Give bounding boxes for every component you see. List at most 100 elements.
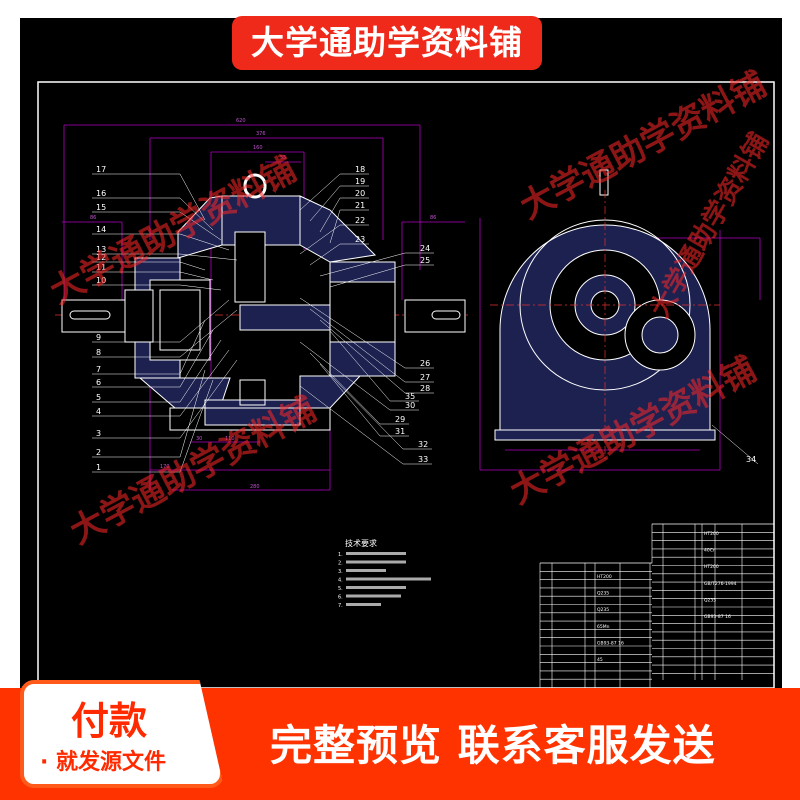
- leader-line: [329, 264, 406, 288]
- pay-card: 付款 · 就发源文件: [20, 680, 224, 788]
- tech-req-item: 5.: [338, 586, 343, 592]
- balloon-25: 25: [420, 256, 430, 265]
- balloon-12: 12: [96, 253, 106, 262]
- bom-material: Q235: [704, 597, 716, 603]
- side-view: [490, 169, 720, 460]
- tech-req-text: [346, 586, 406, 589]
- dimension-values: 620 376 160 55 86 86 110 30 170 280: [90, 118, 436, 490]
- leader-line: [179, 319, 206, 375]
- dim-30: 30: [196, 436, 202, 442]
- bom-material: Q235: [597, 591, 609, 597]
- balloon-14: 14: [96, 225, 106, 234]
- balloon-8: 8: [96, 348, 101, 357]
- balloon-15: 15: [96, 203, 106, 212]
- leader-line: [179, 309, 238, 358]
- balloon-24: 24: [420, 244, 430, 253]
- balloon-7: 7: [96, 365, 101, 374]
- balloon-22: 22: [355, 216, 365, 225]
- tech-req-item: 4.: [338, 578, 343, 584]
- leader-line: [319, 197, 341, 233]
- dimension-lines: [62, 124, 761, 491]
- tech-req-item: 1.: [338, 552, 343, 558]
- leader-line: [299, 341, 391, 411]
- balloon-35: 35: [405, 392, 415, 401]
- contact-cta-text: 完整预览 联系客服发送: [270, 721, 716, 770]
- dim-86-right: 86: [430, 215, 436, 221]
- balloon-21: 21: [355, 201, 365, 210]
- leader-line: [319, 363, 381, 437]
- bom-material: GB/T276-1994: [704, 581, 737, 587]
- cad-drawing-sheet: 620 376 160 55 86 86 110 30 170 280: [20, 18, 782, 698]
- bom-material: HT200: [704, 564, 719, 570]
- bom-material: 65Mn: [597, 624, 610, 630]
- balloon-19: 19: [355, 177, 365, 186]
- leader-line: [179, 261, 206, 271]
- balloon-3: 3: [96, 429, 101, 438]
- leader-line: [309, 243, 341, 266]
- bom-material: HT200: [597, 574, 612, 580]
- bom-material: GB93-87 16: [704, 614, 731, 620]
- leader-line: [329, 330, 391, 402]
- leader-line: [179, 197, 214, 231]
- leader-line: [179, 339, 222, 403]
- leader-line: [179, 369, 206, 458]
- leader-line: [299, 173, 341, 211]
- bom-material: HT200: [704, 531, 719, 537]
- leader-line: [319, 319, 406, 394]
- leader-line: [319, 252, 406, 277]
- dim-160: 160: [253, 145, 263, 151]
- dim-170: 170: [160, 464, 170, 470]
- technical-requirements: 技术要求 1. 2. 3. 4. 5. 6. 7.: [338, 538, 431, 609]
- leader-line: [179, 173, 206, 221]
- balloon-27: 27: [420, 373, 430, 382]
- leader-line: [299, 297, 406, 369]
- balloon-30: 30: [405, 401, 415, 410]
- balloon-17: 17: [96, 165, 106, 174]
- balloon-2: 2: [96, 448, 101, 457]
- leader-line: [179, 253, 238, 261]
- bom-material: 45: [597, 657, 603, 663]
- balloon-9: 9: [96, 333, 101, 342]
- bom-material: 40Cr: [704, 548, 715, 554]
- balloon-4: 4: [96, 407, 101, 416]
- tech-req-title: 技术要求: [345, 538, 377, 548]
- balloon-18: 18: [355, 165, 365, 174]
- leader-line: [179, 211, 222, 241]
- leader-line: [179, 271, 214, 281]
- balloon-28: 28: [420, 384, 430, 393]
- leader-line: [299, 224, 341, 255]
- tech-req-item: 2.: [338, 561, 343, 567]
- balloon-20: 20: [355, 189, 365, 198]
- balloon-29: 29: [395, 415, 405, 424]
- tech-req-item: 6.: [338, 595, 343, 601]
- leader-line: [299, 385, 404, 465]
- tech-req-text: [346, 594, 401, 598]
- balloon-32: 32: [418, 440, 428, 449]
- leader-line: [179, 379, 214, 473]
- bom-material: Q235: [597, 607, 609, 613]
- tech-req-item: 3.: [338, 569, 343, 575]
- gearbox-assembly-drawing: 620 376 160 55 86 86 110 30 170 280: [37, 81, 775, 689]
- balloon-13: 13: [96, 245, 106, 254]
- balloon-26: 26: [420, 359, 430, 368]
- dim-86-left: 86: [90, 215, 96, 221]
- balloon-33: 33: [418, 455, 428, 464]
- tech-req-item: 7.: [338, 603, 343, 609]
- tech-req-text: [346, 560, 406, 564]
- dim-620: 620: [236, 118, 246, 124]
- tech-req-text: [346, 577, 431, 581]
- tech-req-text: [346, 569, 386, 572]
- balloon-1: 1: [96, 463, 101, 472]
- bom-outline: [539, 523, 775, 689]
- leader-line: [711, 424, 759, 465]
- leader-line: [309, 185, 341, 222]
- pay-subtitle: · 就发源文件: [40, 750, 167, 775]
- dim-376: 376: [256, 131, 266, 137]
- balloon-10: 10: [96, 276, 106, 285]
- leader-line: [309, 352, 381, 425]
- leader-line: [309, 308, 406, 383]
- balloon-16: 16: [96, 189, 106, 198]
- leader-line: [329, 374, 404, 450]
- tech-req-text: [346, 552, 406, 555]
